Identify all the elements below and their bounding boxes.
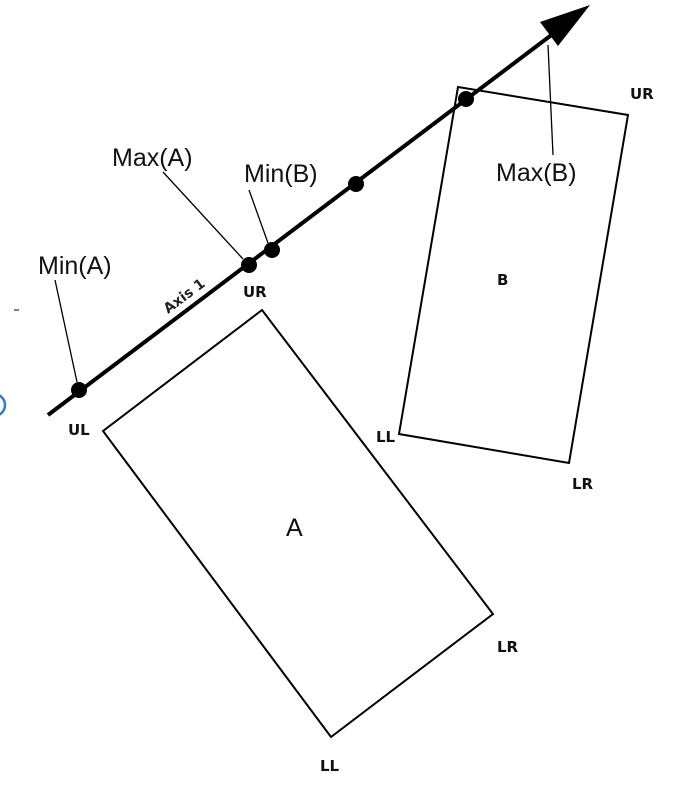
point-min-a <box>71 382 87 398</box>
rect-a-corner-lr: LR <box>497 638 519 656</box>
rectangle-b: B UR LR LL <box>376 85 654 493</box>
rect-a-corner-ll: LL <box>320 757 340 775</box>
label-max-a: Max(A) <box>112 144 193 172</box>
leader-min-a <box>54 279 78 383</box>
leader-max-b <box>547 44 554 156</box>
rectangle-a-label: A <box>286 514 303 542</box>
leader-max-a <box>162 171 244 260</box>
partial-circle-decoration <box>0 394 7 416</box>
point-max-b <box>458 91 474 107</box>
rectangle-a-outline <box>101 308 495 739</box>
label-min-b: Min(B) <box>244 160 318 188</box>
axis-1: Axis 1 <box>46 5 590 417</box>
rect-b-corner-ll: LL <box>376 428 396 446</box>
rectangle-b-outline <box>397 85 630 465</box>
rect-b-corner-ur: UR <box>630 85 654 103</box>
label-min-a: Min(A) <box>38 252 112 280</box>
point-mid <box>348 176 364 192</box>
rect-a-corner-ul: UL <box>68 421 90 439</box>
axis-line <box>46 25 564 417</box>
leader-min-b <box>248 189 269 244</box>
rect-b-corner-lr: LR <box>572 475 594 493</box>
label-max-b: Max(B) <box>496 159 577 187</box>
rect-a-corner-ur: UR <box>243 283 267 301</box>
axis-arrowhead <box>540 5 590 46</box>
point-min-b <box>264 242 280 258</box>
rectangle-a: A UL UR LR LL <box>68 283 519 775</box>
rectangle-b-label: B <box>497 271 508 289</box>
point-max-a <box>241 257 257 273</box>
